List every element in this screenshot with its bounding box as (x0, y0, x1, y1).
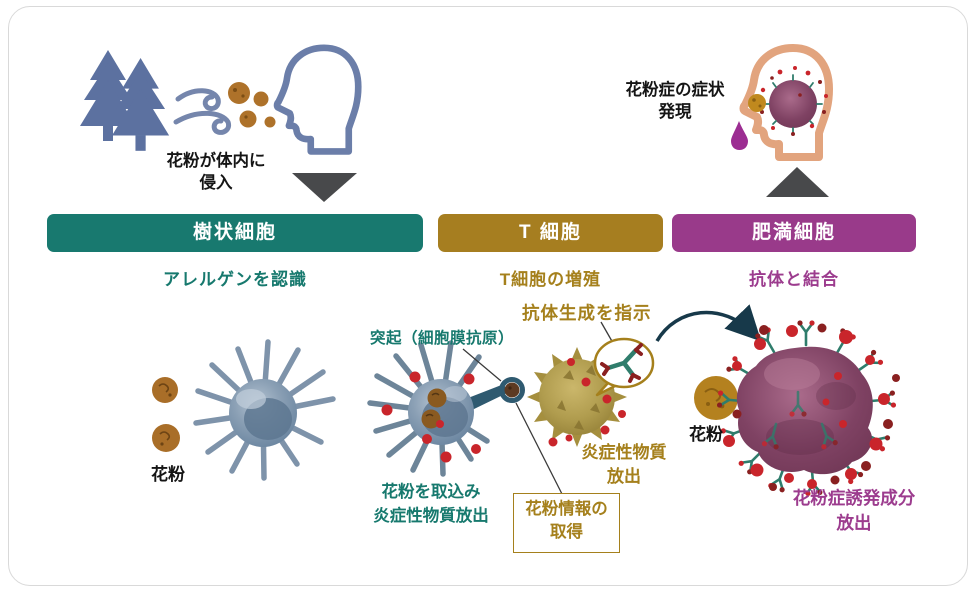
arrow-up-triangle (766, 167, 829, 197)
pollen-left-icon (152, 377, 180, 452)
info-box: 花粉情報の 取得 (513, 493, 620, 553)
stage-bar-dendritic: 樹状細胞 (47, 214, 423, 252)
projection-label: 突起（細胞膜抗原） (370, 330, 515, 347)
connector-lines (462, 321, 614, 495)
pollen-uptake-label: 花粉を取込み 炎症性物質放出 (373, 483, 489, 525)
stage-subtitle-tcell: T細胞の増殖 (499, 270, 602, 289)
granule-dots (723, 323, 900, 491)
stage-bar-dendritic-title: 樹状細胞 (192, 222, 277, 243)
speech-bubble-antibody-icon (593, 337, 655, 397)
pollen-in-head-icon (748, 94, 766, 112)
wind-icon (173, 88, 232, 135)
cedar-trees-icon (80, 50, 170, 151)
dendritic-cell-icon (193, 339, 336, 481)
pollen-right-label: 花粉 (689, 425, 723, 444)
pollen-right-icon (694, 376, 738, 420)
curved-arrow-icon (655, 304, 762, 342)
stage-subtitle-dendritic: アレルゲンを認識 (163, 270, 307, 289)
stage-bar-tcell-title: T 細胞 (519, 222, 582, 243)
dendritic-cell-active-icon (367, 340, 525, 477)
arrow-down-triangle (292, 173, 357, 202)
tear-drop-icon (731, 121, 748, 150)
symptom-caption: 花粉症の症状 発現 (625, 81, 725, 121)
mast-cell-in-head-icon (760, 66, 828, 136)
stage-bar-mast-title: 肥満細胞 (751, 222, 836, 243)
stage-subtitle-mast: 抗体と結合 (749, 270, 839, 289)
inflammatory-release-label: 炎症性物質 放出 (581, 443, 667, 486)
inflammatory-substance-dots (381, 358, 626, 463)
mast-cell-icon (715, 319, 900, 498)
stage-bar-mast: 肥満細胞 (672, 214, 916, 252)
head-profile-left-icon (277, 48, 358, 152)
pollen-entry-caption: 花粉が体内に 侵入 (166, 152, 266, 192)
symptom-release-label: 花粉症誘発成分 放出 (792, 488, 916, 533)
pollen-left-label: 花粉 (151, 465, 185, 484)
antibody-order-label: 抗体生成を指示 (522, 303, 652, 323)
stage-bar-tcell: T 細胞 (438, 214, 663, 252)
